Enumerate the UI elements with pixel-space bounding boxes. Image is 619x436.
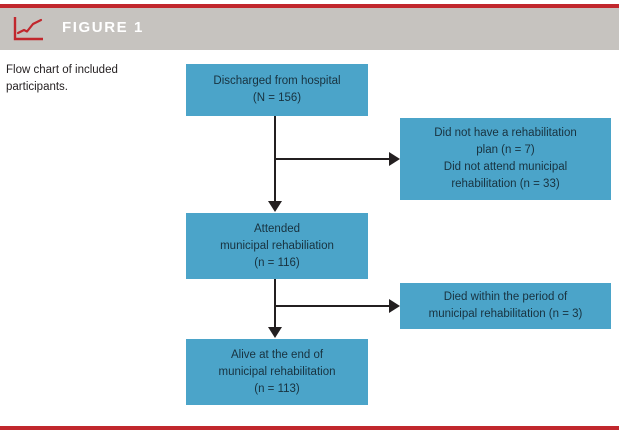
figure-caption: Flow chart of included participants.: [6, 62, 166, 96]
connector-attended-to-died-line: [274, 305, 390, 307]
connector-attended-to-alive-arrowhead: [268, 327, 282, 338]
line-chart-icon: [12, 15, 46, 43]
flow-node-attended-line-2: municipal rehabiliation: [220, 239, 334, 252]
connector-discharged-to-excluded-line: [274, 158, 390, 160]
flow-node-attended: Attended municipal rehabiliation (n = 11…: [186, 213, 368, 279]
flow-node-alive-line-3: (n = 113): [254, 382, 300, 395]
connector-attended-to-alive-line: [274, 279, 276, 328]
flow-node-discharged-line-2: (N = 156): [252, 92, 302, 104]
figure-header-band: [0, 8, 619, 50]
flow-node-discharged-line-1: Discharged from hospital: [213, 75, 341, 87]
flow-node-died-line-2: municipal rehabilitation (n = 3): [428, 308, 583, 320]
flow-node-alive-line-2: municipal rehabilitation: [218, 365, 336, 378]
connector-discharged-to-attended-arrowhead: [268, 201, 282, 212]
caption-line-2: participants.: [6, 81, 69, 93]
flow-node-discharged: Discharged from hospital (N = 156): [186, 64, 368, 116]
flow-node-alive-line-1: Alive at the end of: [230, 348, 324, 361]
flow-node-excluded: Did not have a rehabilitation plan (n = …: [400, 118, 611, 200]
flow-node-excluded-line-1: Did not have a rehabilitation: [434, 127, 577, 139]
flow-node-excluded-line-2: plan (n = 7): [476, 144, 535, 156]
flow-node-attended-line-3: (n = 116): [254, 256, 300, 269]
caption-line-1: Flow chart of included: [6, 64, 118, 76]
flow-node-died: Died within the period of municipal reha…: [400, 283, 611, 329]
flow-node-died-line-1: Died within the period of: [443, 291, 568, 303]
figure-title: FIGURE 1: [62, 19, 144, 36]
flow-node-attended-line-1: Attended: [253, 222, 301, 235]
connector-attended-to-died-arrowhead: [389, 299, 400, 313]
bottom-rule: [0, 426, 619, 430]
flow-node-excluded-line-3: Did not attend municipal: [443, 161, 568, 173]
top-rule: [0, 4, 619, 8]
flow-node-excluded-line-4: rehabilitation (n = 33): [451, 178, 560, 190]
flow-node-alive: Alive at the end of municipal rehabilita…: [186, 339, 368, 405]
connector-discharged-to-excluded-arrowhead: [389, 152, 400, 166]
